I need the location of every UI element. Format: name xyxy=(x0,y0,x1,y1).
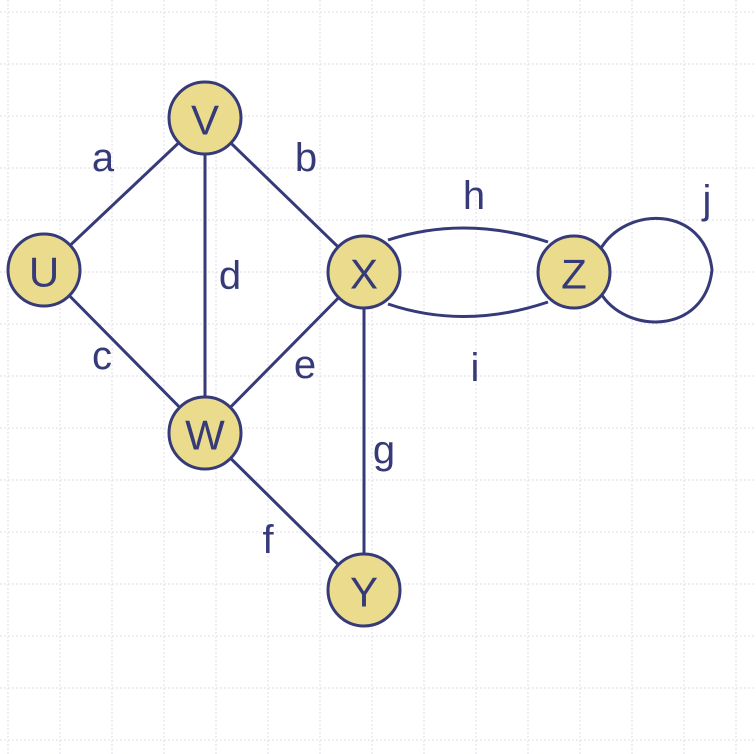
edge-label-f: f xyxy=(262,518,274,562)
edge-label-b: b xyxy=(295,136,317,180)
node-w-circle xyxy=(167,395,243,471)
node-y-circle xyxy=(326,552,402,628)
node-w-label: W xyxy=(185,412,225,459)
node-v[interactable]: V xyxy=(167,80,243,156)
node-x-label: X xyxy=(350,251,378,298)
edge-label-d: d xyxy=(219,254,241,298)
node-w[interactable]: W xyxy=(167,395,243,471)
node-x[interactable]: X xyxy=(326,234,402,310)
edge-h xyxy=(387,226,549,244)
edges xyxy=(42,116,714,592)
edge-label-g: g xyxy=(373,428,395,472)
node-y-label: Y xyxy=(350,569,378,616)
node-u[interactable]: U xyxy=(6,232,82,308)
node-v-label: V xyxy=(191,97,219,144)
node-z[interactable]: Z xyxy=(536,234,612,310)
node-u-label: U xyxy=(29,249,59,296)
edge-label-e: e xyxy=(294,343,316,387)
edge-j xyxy=(598,216,714,324)
edge-label-j: j xyxy=(702,178,712,222)
node-z-label: Z xyxy=(561,251,587,298)
node-x-circle xyxy=(326,234,402,310)
edge-label-i: i xyxy=(471,346,480,390)
node-y[interactable]: Y xyxy=(326,552,402,628)
edge-c xyxy=(42,268,207,435)
node-v-circle xyxy=(167,80,243,156)
edge-labels: a b c d e f g h i j xyxy=(92,136,712,562)
edge-label-c: c xyxy=(92,334,112,378)
edge-i xyxy=(387,300,549,318)
node-z-circle xyxy=(536,234,612,310)
edge-e xyxy=(203,270,366,435)
edge-label-h: h xyxy=(463,174,485,218)
nodes: U V W X Y Z xyxy=(6,80,612,628)
edge-label-a: a xyxy=(92,136,115,180)
node-u-circle xyxy=(6,232,82,308)
